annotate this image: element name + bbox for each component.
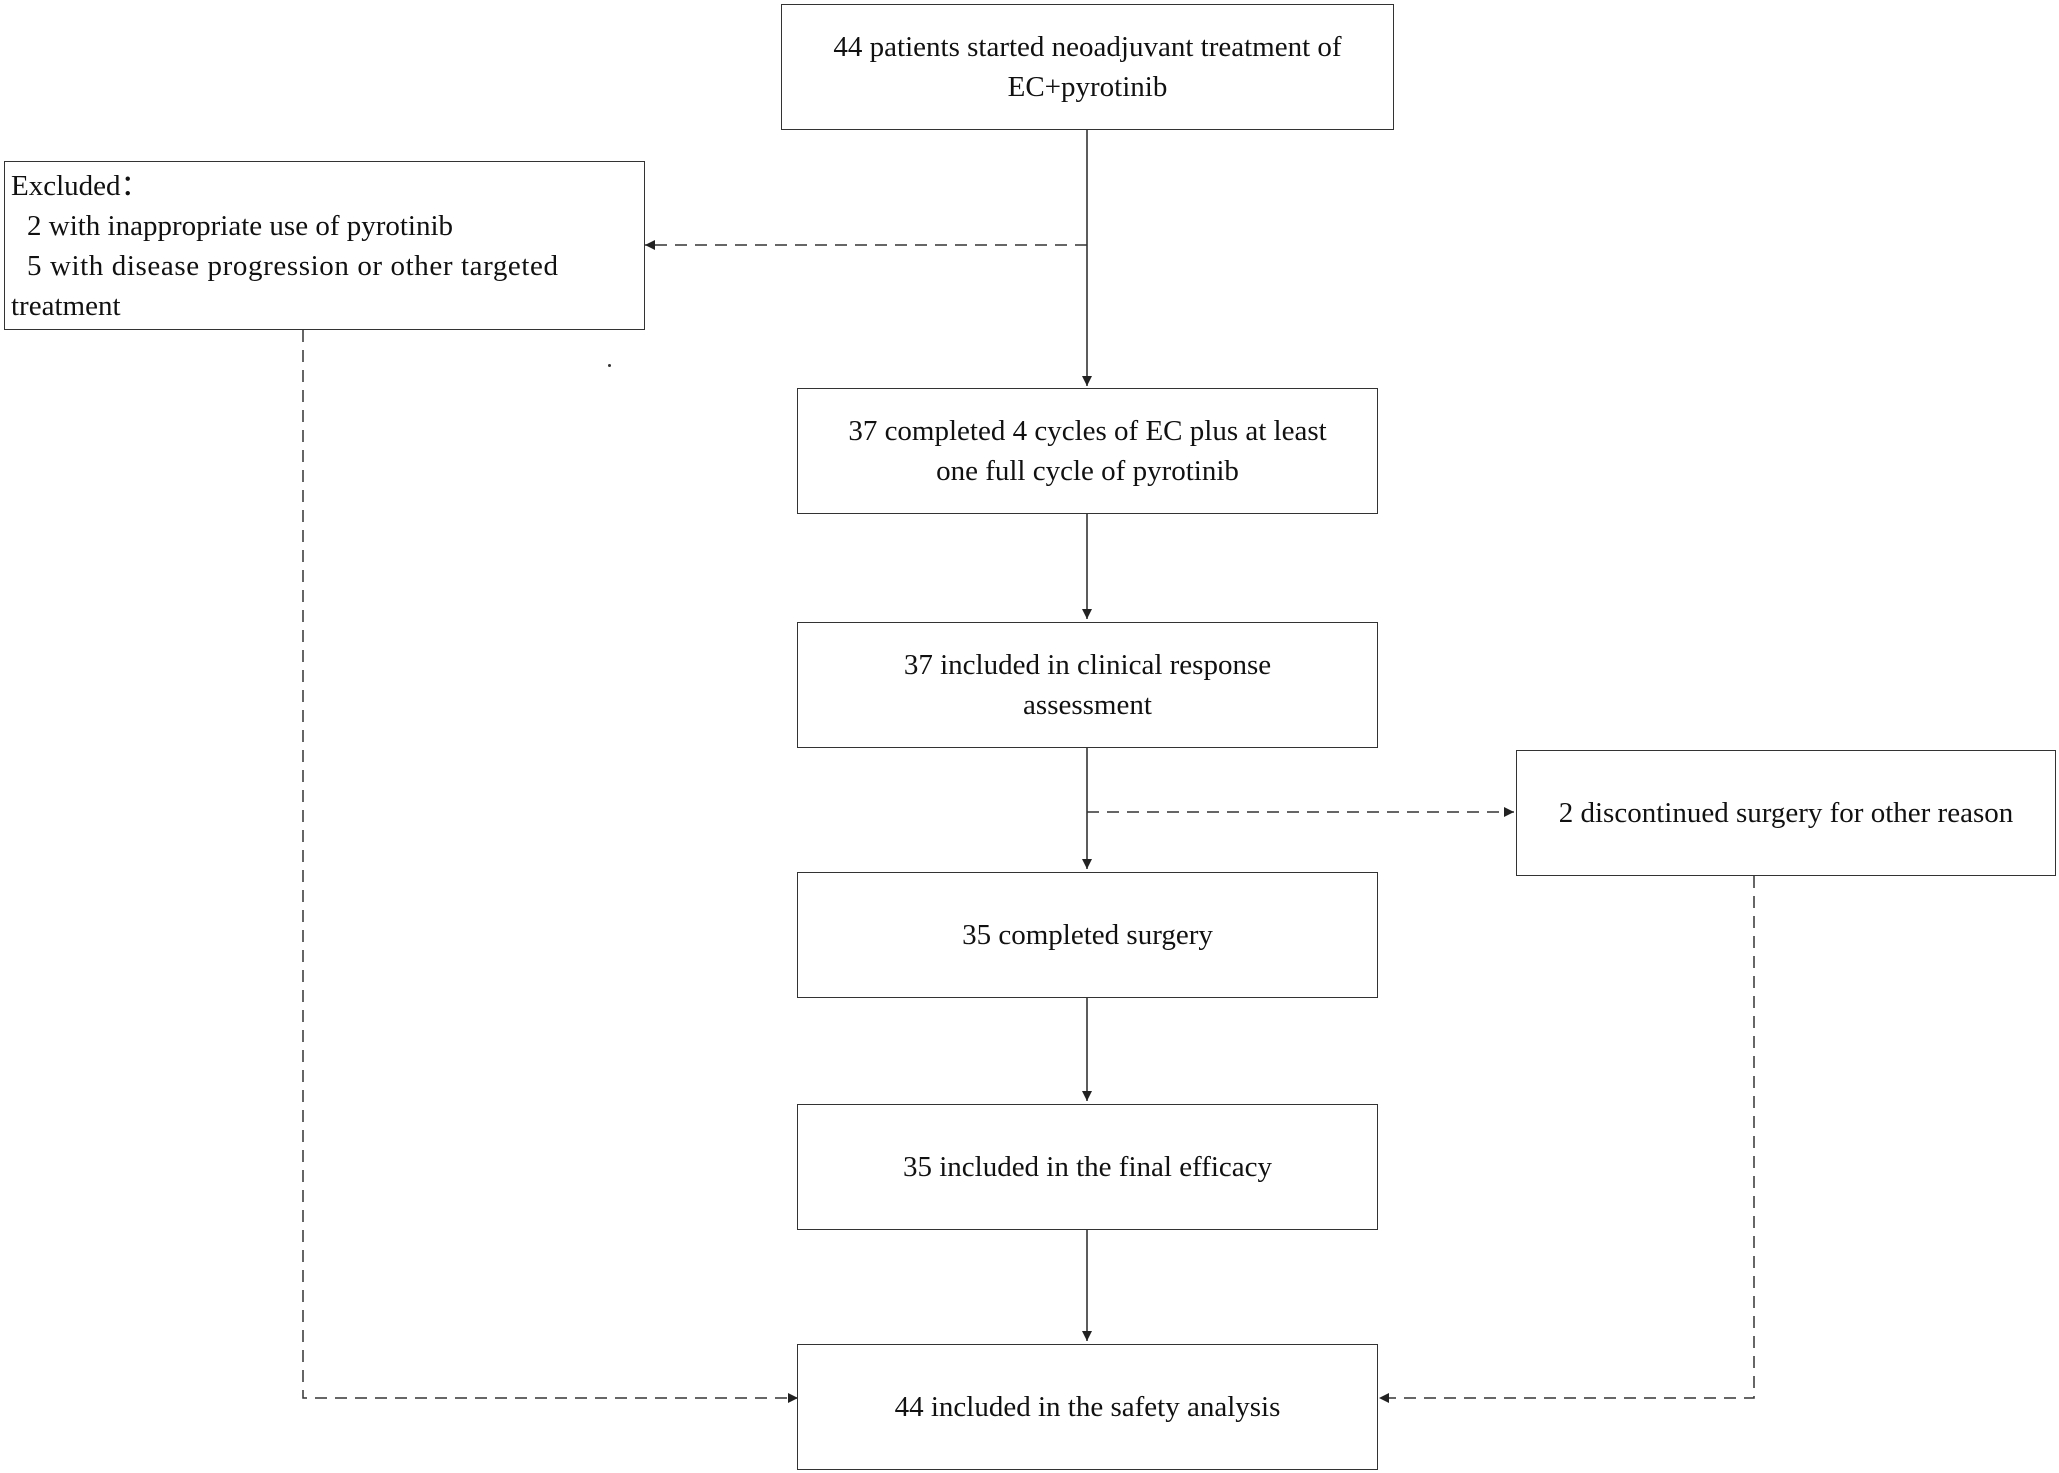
safety-analysis-line1: 44 included in the safety analysis xyxy=(894,1391,1281,1423)
completed-surgery-line1: 35 completed surgery xyxy=(962,919,1213,951)
excluded-heading: Excluded： xyxy=(11,170,150,202)
clinical-response-line2: assessment xyxy=(1023,689,1152,721)
discontinued-line1: 2 discontinued surgery for other reason xyxy=(1558,797,2014,829)
start-box: 44 patients started neoadjuvant treatmen… xyxy=(781,4,1394,130)
dashed-arrow-discontinued-to-safety xyxy=(1379,876,1755,1403)
discontinued-box: 2 discontinued surgery for other reason xyxy=(1516,750,2056,876)
dashed-arrow-excluded-to-safety xyxy=(302,330,798,1403)
excluded-item-inappropriate-use: 2 with inappropriate use of pyrotinib xyxy=(27,210,454,242)
safety-analysis-box: 44 included in the safety analysis xyxy=(797,1344,1378,1470)
excluded-box: Excluded： 2 with inappropriate use of py… xyxy=(4,161,645,330)
clinical-response-box: 37 included in clinical response assessm… xyxy=(797,622,1378,748)
start-box-line1: 44 patients started neoadjuvant treatmen… xyxy=(833,31,1342,63)
final-efficacy-box: 35 included in the final efficacy xyxy=(797,1104,1378,1230)
completed-cycles-line2: one full cycle of pyrotinib xyxy=(936,455,1239,487)
excluded-item-continuation: treatment xyxy=(11,290,121,322)
start-box-line2: EC+pyrotinib xyxy=(1007,71,1168,103)
completed-surgery-box: 35 completed surgery xyxy=(797,872,1378,998)
excluded-item-disease-progression: 5 with disease progression or other targ… xyxy=(27,250,559,282)
completed-cycles-line1: 37 completed 4 cycles of EC plus at leas… xyxy=(848,415,1327,447)
stray-dot xyxy=(608,364,611,367)
final-efficacy-line1: 35 included in the final efficacy xyxy=(902,1151,1273,1183)
completed-cycles-box: 37 completed 4 cycles of EC plus at leas… xyxy=(797,388,1378,514)
clinical-response-line1: 37 included in clinical response xyxy=(903,649,1272,681)
